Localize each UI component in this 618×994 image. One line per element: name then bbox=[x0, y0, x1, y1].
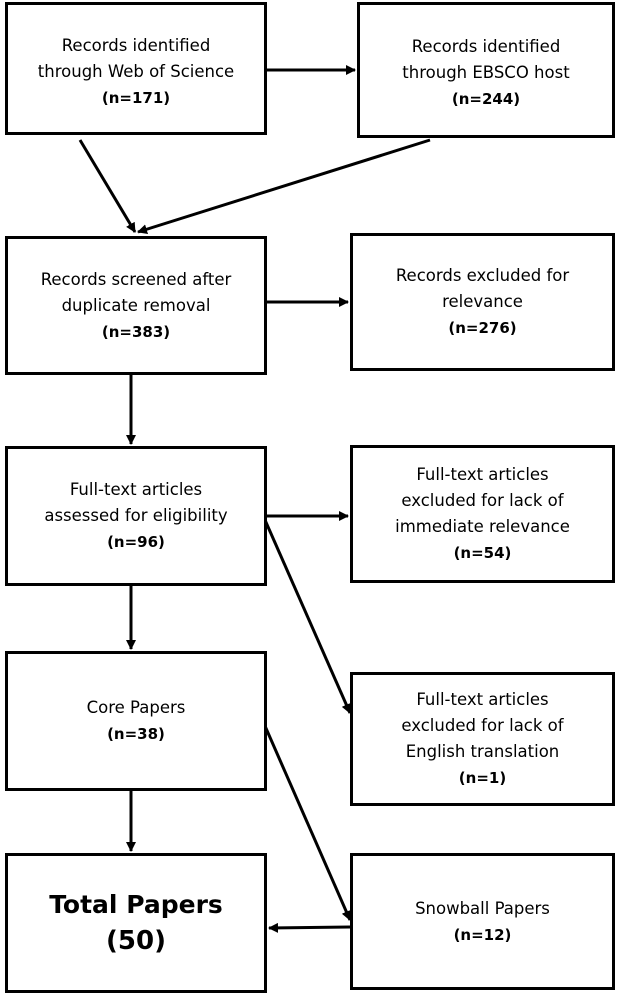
box-ebsco-host: Records identified through EBSCO host (n… bbox=[357, 2, 615, 138]
excluded-english-line1: Full-text articles bbox=[416, 690, 549, 709]
box-web-of-science: Records identified through Web of Scienc… bbox=[5, 2, 267, 135]
fulltext-line1: Full-text articles bbox=[69, 480, 203, 499]
total-count: (50) bbox=[106, 926, 166, 956]
box-core-papers: Core Papers (n=38) bbox=[5, 651, 267, 791]
fulltext-count: (n=96) bbox=[107, 533, 165, 551]
ebsco-line2: through EBSCO host bbox=[402, 63, 570, 82]
arrow-core-to-snowball bbox=[263, 725, 352, 921]
box-records-excluded-relevance: Records excluded for relevance (n=276) bbox=[350, 233, 615, 371]
wos-line2: through Web of Science bbox=[37, 61, 235, 81]
screened-count: (n=383) bbox=[101, 322, 171, 341]
excluded-immediate-line1: Full-text articles bbox=[416, 465, 549, 484]
excluded-relevance-line1: Records excluded for bbox=[395, 266, 570, 285]
box-total-papers: Total Papers (50) bbox=[5, 853, 267, 993]
wos-count: (n=171) bbox=[101, 88, 171, 107]
core-line1: Core Papers bbox=[86, 698, 186, 717]
ebsco-line1: Records identified bbox=[411, 37, 561, 56]
total-line1: Total Papers bbox=[49, 890, 223, 919]
screened-line1: Records screened after bbox=[40, 269, 232, 289]
box-snowball-papers: Snowball Papers (n=12) bbox=[350, 853, 615, 990]
arrow-snowball-to-total bbox=[268, 922, 351, 933]
box-full-text-assessed: Full-text articles assessed for eligibil… bbox=[5, 446, 267, 586]
fulltext-line2: assessed for eligibility bbox=[44, 506, 228, 525]
screened-line2: duplicate removal bbox=[61, 295, 211, 315]
excluded-relevance-count: (n=276) bbox=[448, 319, 517, 337]
snowball-line1: Snowball Papers bbox=[415, 898, 550, 918]
excluded-immediate-count: (n=54) bbox=[453, 544, 512, 562]
wos-line1: Records identified bbox=[61, 35, 211, 55]
excluded-english-count: (n=1) bbox=[458, 769, 507, 787]
ebsco-count: (n=244) bbox=[451, 90, 521, 108]
box-excluded-immediate-relevance: Full-text articles excluded for lack of … bbox=[350, 445, 615, 583]
excluded-english-line3: English translation bbox=[405, 742, 560, 761]
box-records-screened: Records screened after duplicate removal… bbox=[5, 236, 267, 375]
core-count: (n=38) bbox=[107, 725, 165, 743]
excluded-relevance-line2: relevance bbox=[442, 292, 523, 311]
excluded-immediate-line2: excluded for lack of bbox=[401, 491, 564, 510]
arrow-fulltext-to-excluded-english bbox=[263, 519, 352, 714]
excluded-immediate-line3: immediate relevance bbox=[395, 517, 570, 536]
excluded-english-line2: excluded for lack of bbox=[401, 716, 564, 735]
arrow-ebsco-to-screened bbox=[137, 138, 431, 235]
box-excluded-english-translation: Full-text articles excluded for lack of … bbox=[350, 672, 615, 806]
arrow-wos-to-screened bbox=[78, 139, 137, 233]
snowball-count: (n=12) bbox=[453, 925, 512, 944]
